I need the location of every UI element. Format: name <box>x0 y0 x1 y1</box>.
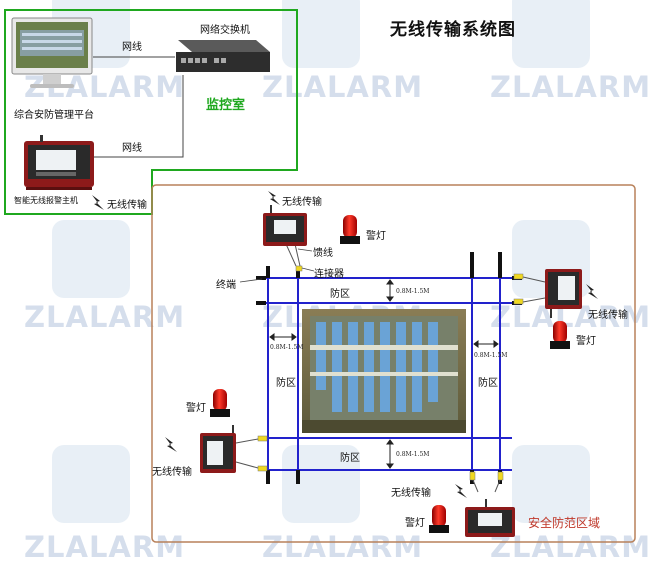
wireless-label: 无线传输 <box>391 488 431 499</box>
watermark-logo <box>512 445 590 523</box>
distance-arrows <box>269 279 499 469</box>
network-switch <box>176 40 270 72</box>
zone-label-right: 防区 <box>478 378 498 389</box>
watermark-logo <box>512 0 590 68</box>
field-alarm-host <box>200 425 236 473</box>
control-room-frame <box>4 9 298 215</box>
zone-label-left: 防区 <box>276 378 296 389</box>
watermark-text: ZLALARM <box>490 70 649 104</box>
diagram-canvas <box>4 9 636 543</box>
field-alarm-host <box>545 269 582 318</box>
alarm-lamp <box>210 389 230 417</box>
alarm-lamp-label: 警灯 <box>366 231 386 242</box>
feeder-pointer <box>297 248 313 252</box>
platform-label: 综合安防管理平台 <box>14 110 94 121</box>
watermark-logo <box>282 445 360 523</box>
distance-label-left: 0.8M-1.5M <box>270 344 304 351</box>
distance-label-bottom: 0.8M-1.5M <box>396 451 430 458</box>
alarm-lamp-label: 警灯 <box>405 518 425 529</box>
wireless-alarm-host <box>24 135 94 190</box>
connector-label: 连接器 <box>314 269 344 280</box>
watermark-text: ZLALARM <box>262 70 424 104</box>
connectors <box>257 265 524 481</box>
alarm-lamp <box>429 505 449 533</box>
wireless-label: 无线传输 <box>588 310 628 321</box>
alarm-lamp <box>340 215 360 244</box>
diagram-title: 无线传输系统图 <box>390 20 516 40</box>
cable-label-top: 网线 <box>122 42 142 53</box>
control-wireless-label: 无线传输 <box>107 200 147 211</box>
alarm-host-label: 智能无线报警主机 <box>14 196 78 205</box>
network-cable-bottom <box>93 75 184 158</box>
feeder-label: 馈线 <box>313 248 333 259</box>
cable-label-bottom: 网线 <box>122 143 142 154</box>
feeder-lines <box>235 243 546 493</box>
zone-label-bottom: 防区 <box>340 453 360 464</box>
alarm-lamp-label: 警灯 <box>186 403 206 414</box>
watermark-logo <box>282 0 360 68</box>
wireless-label: 无线传输 <box>152 467 192 478</box>
connector-pointer <box>301 267 315 272</box>
management-platform-computer <box>11 17 93 88</box>
protected-area-photo <box>302 309 466 433</box>
switch-label: 网络交换机 <box>200 25 250 36</box>
field-alarm-host <box>263 205 307 246</box>
watermark-text: ZLALARM <box>24 300 186 334</box>
wireless-label: 无线传输 <box>282 197 322 208</box>
watermark-logo <box>52 445 130 523</box>
field-alarm-host <box>465 499 515 537</box>
watermark-logo <box>52 220 130 298</box>
wireless-transmission-diagram: ZLALARM ZLALARM ZLALARM ZLALARM ZLALARM … <box>4 0 649 564</box>
alarm-lamp <box>550 321 570 349</box>
control-room-label: 监控室 <box>206 98 246 113</box>
distance-label-right: 0.8M-1.5M <box>474 352 508 359</box>
alarm-lamp-label: 警灯 <box>576 336 596 347</box>
protection-area-frame <box>151 184 636 543</box>
zone-label-top: 防区 <box>330 289 350 300</box>
wireless-signal-icon <box>92 191 598 498</box>
terminal-pointer <box>239 278 263 283</box>
distance-label-top: 0.8M-1.5M <box>396 288 430 295</box>
protection-area-label: 安全防范区域 <box>528 516 601 530</box>
terminal-label: 终端 <box>216 280 236 291</box>
